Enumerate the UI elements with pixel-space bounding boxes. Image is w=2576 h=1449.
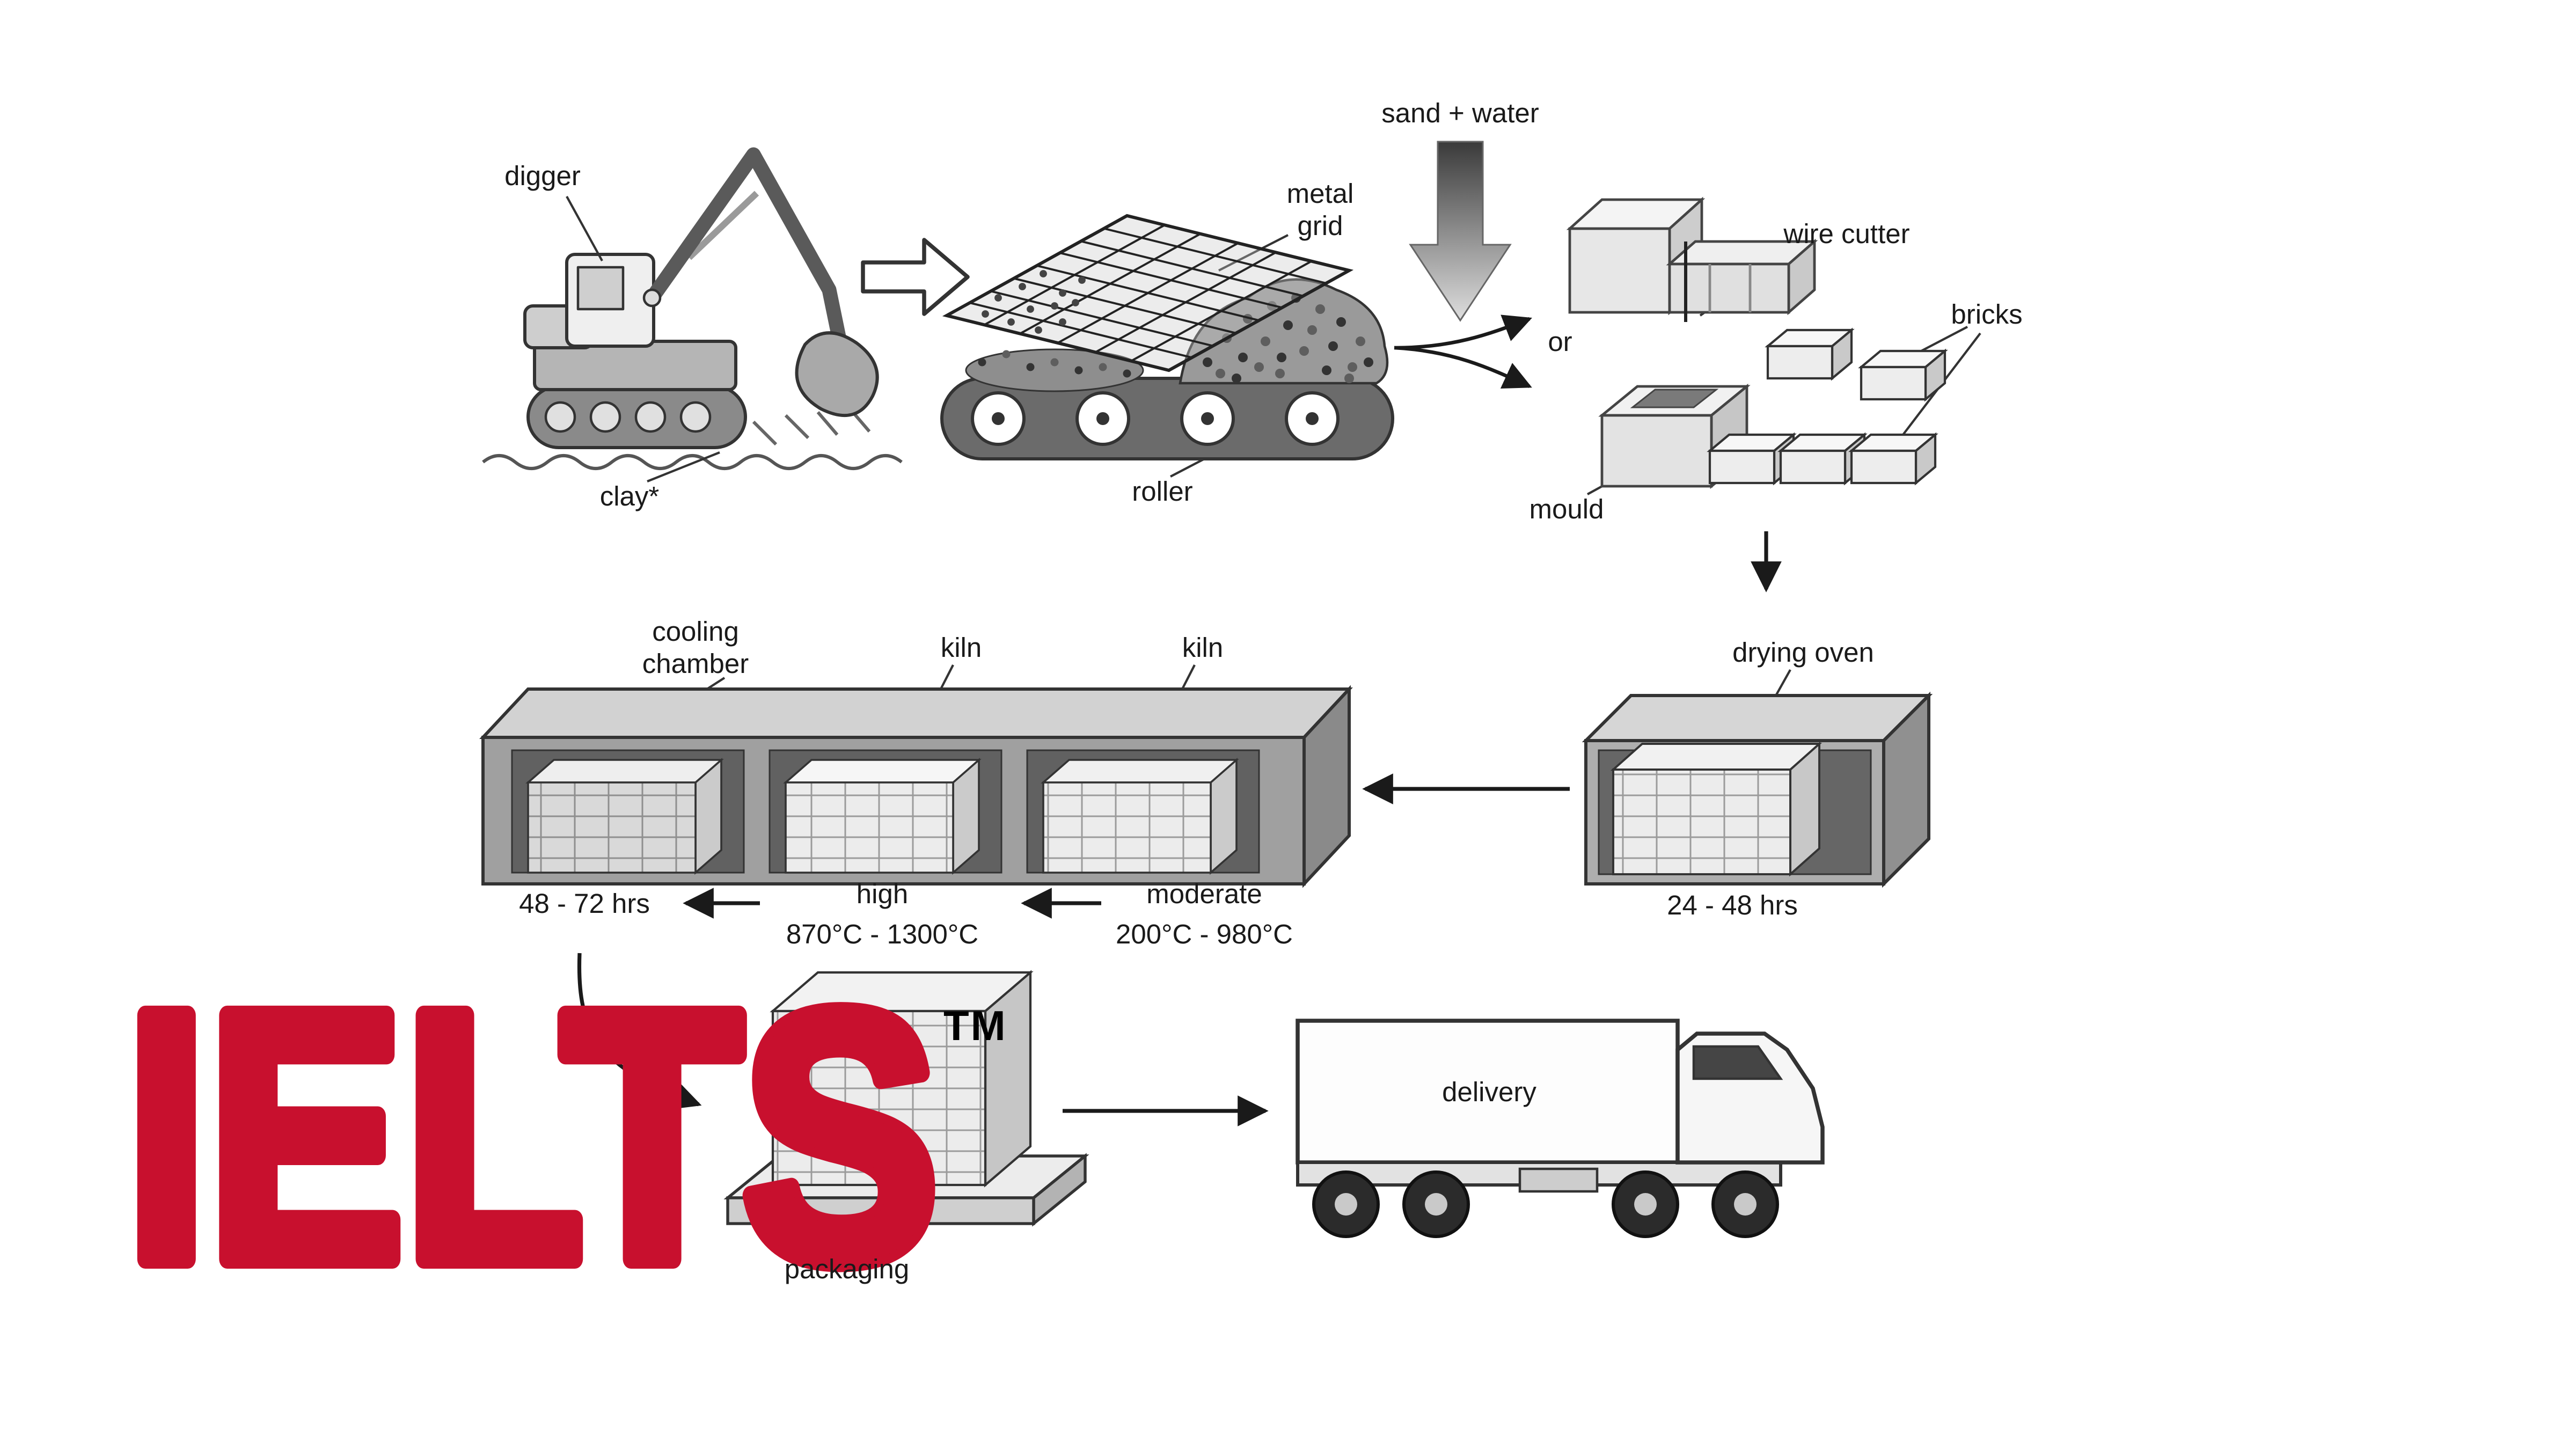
wire-cutter-art: [1566, 196, 1818, 322]
label-drying-oven: drying oven: [1732, 638, 1874, 668]
label-kiln-2: kiln: [1182, 633, 1224, 663]
drying-oven-art: [1582, 691, 1933, 888]
ielts-logo: IELTS: [109, 929, 1011, 1344]
split-arrows: [1394, 314, 1532, 389]
label-sand-water: sand + water: [1381, 98, 1539, 129]
label-kiln-high: high: [856, 879, 909, 910]
label-drying-time: 24 - 48 hrs: [1667, 890, 1798, 921]
label-delivery: delivery: [1442, 1077, 1536, 1108]
cut-bricks-art: [1765, 327, 1948, 402]
sand-water-arrow-icon: [1409, 141, 1512, 322]
metal-grid-art: [942, 214, 1354, 372]
label-metal-grid: metal grid: [1286, 178, 1354, 241]
arrow-cooling-to-packaging: [577, 953, 702, 1110]
digger-art: [482, 147, 903, 470]
ielts-wordmark: IELTS: [126, 982, 939, 1304]
label-bricks: bricks: [1951, 299, 2023, 330]
label-kiln-high-temp: 870°C - 1300°C: [786, 919, 979, 950]
arrow-digger-to-crusher-icon: [861, 238, 970, 316]
conveyor-art: [940, 278, 1394, 460]
arrow-to-mould: [1394, 346, 1532, 389]
label-mould: mould: [1529, 494, 1604, 525]
trademark-symbol: TM: [943, 1001, 1007, 1050]
arrow-to-wire-cutter: [1394, 314, 1532, 350]
label-kiln-moderate-temp: 200°C - 980°C: [1116, 919, 1293, 950]
label-clay: clay*: [599, 481, 660, 512]
label-or: or: [1548, 327, 1572, 357]
label-cooling-chamber: cooling chamber: [642, 616, 749, 679]
delivery-truck-art: [1296, 1019, 1825, 1238]
kiln-block-art: [479, 685, 1353, 888]
label-packaging: packaging: [784, 1254, 910, 1285]
label-kiln-moderate: moderate: [1146, 879, 1262, 910]
label-roller: roller: [1132, 477, 1193, 507]
label-wire-cutter: wire cutter: [1783, 219, 1910, 250]
label-cooling-time: 48 - 72 hrs: [519, 889, 650, 919]
packaging-art: [723, 970, 1089, 1227]
label-digger: digger: [504, 161, 581, 192]
ielts-logo-text: IELTS: [116, 929, 948, 1344]
label-kiln-1: kiln: [940, 633, 982, 663]
moulded-bricks-art: [1707, 432, 1938, 486]
